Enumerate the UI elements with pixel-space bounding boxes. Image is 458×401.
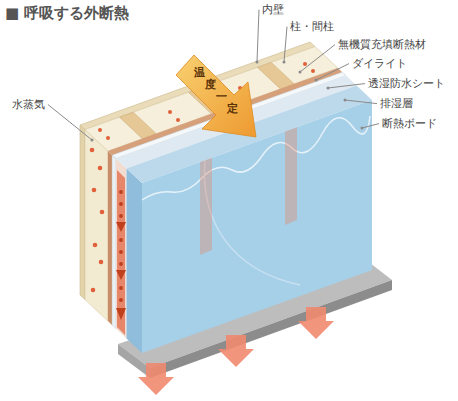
leader-line	[257, 10, 259, 62]
part-label: 断熱ボード	[382, 117, 437, 130]
arrow-char: 度	[205, 79, 216, 90]
leader-dot	[315, 79, 318, 82]
part-label: 透湿防水シート	[368, 77, 445, 90]
leader-dot	[327, 87, 330, 90]
leader-line	[48, 105, 92, 140]
temperature-arrow: 温度一定	[172, 55, 262, 140]
leader-dot	[283, 61, 286, 64]
arrow-char: 一	[216, 91, 227, 102]
leader-line	[328, 84, 365, 88]
leader-dot	[299, 71, 302, 74]
part-label: 無機質充填断熱材	[338, 38, 426, 51]
leader-dot	[91, 139, 94, 142]
part-label: 排湿層	[380, 97, 413, 110]
arrow-char: 温	[194, 67, 205, 78]
arrow-char: 定	[227, 103, 238, 114]
leader-line	[345, 100, 377, 104]
leader-line	[300, 45, 335, 72]
leader-line	[284, 27, 287, 62]
part-label: ダイライト	[352, 57, 407, 70]
leader-line	[316, 64, 349, 80]
leader-dot	[344, 99, 347, 102]
title: ■ 呼吸する外断熱	[5, 4, 129, 23]
part-label: 内壁	[262, 3, 284, 16]
leader-dot	[256, 61, 259, 64]
leader-line	[362, 124, 379, 128]
leader-dot	[361, 127, 364, 130]
part-label: 柱・間柱	[290, 20, 334, 33]
part-label: 水蒸気	[12, 98, 45, 111]
